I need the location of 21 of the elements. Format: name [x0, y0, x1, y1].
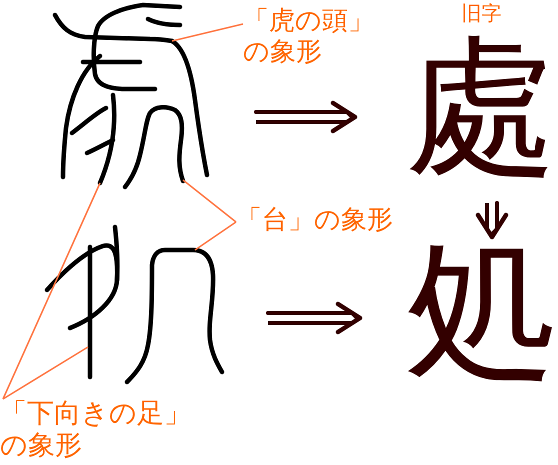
foot-stroke [88, 244, 92, 380]
annotation-label: 「下向きの足」の象形 [0, 398, 200, 463]
kanji-character: 處 [406, 31, 558, 183]
caption-text: 旧字 [462, 1, 502, 25]
seal-script-glyph [44, 224, 224, 384]
leader-line [172, 23, 244, 42]
annotation-label: 「虎の頭」の象形 [243, 6, 379, 68]
seal-script-glyph [52, 2, 210, 190]
leader-line [2, 346, 88, 400]
double-arrow [476, 201, 508, 240]
head-strokes [52, 2, 182, 92]
stand-strokes [122, 105, 186, 190]
foot-stroke [98, 92, 116, 186]
annotation-label: 「台」の象形 [236, 205, 426, 236]
stand-strokes [124, 248, 224, 384]
leader-line [182, 179, 236, 223]
double-arrow [266, 302, 362, 334]
leader-line [2, 182, 101, 400]
leader-line [194, 221, 236, 251]
kanji-character: 処 [406, 236, 556, 386]
double-arrow [254, 100, 358, 134]
